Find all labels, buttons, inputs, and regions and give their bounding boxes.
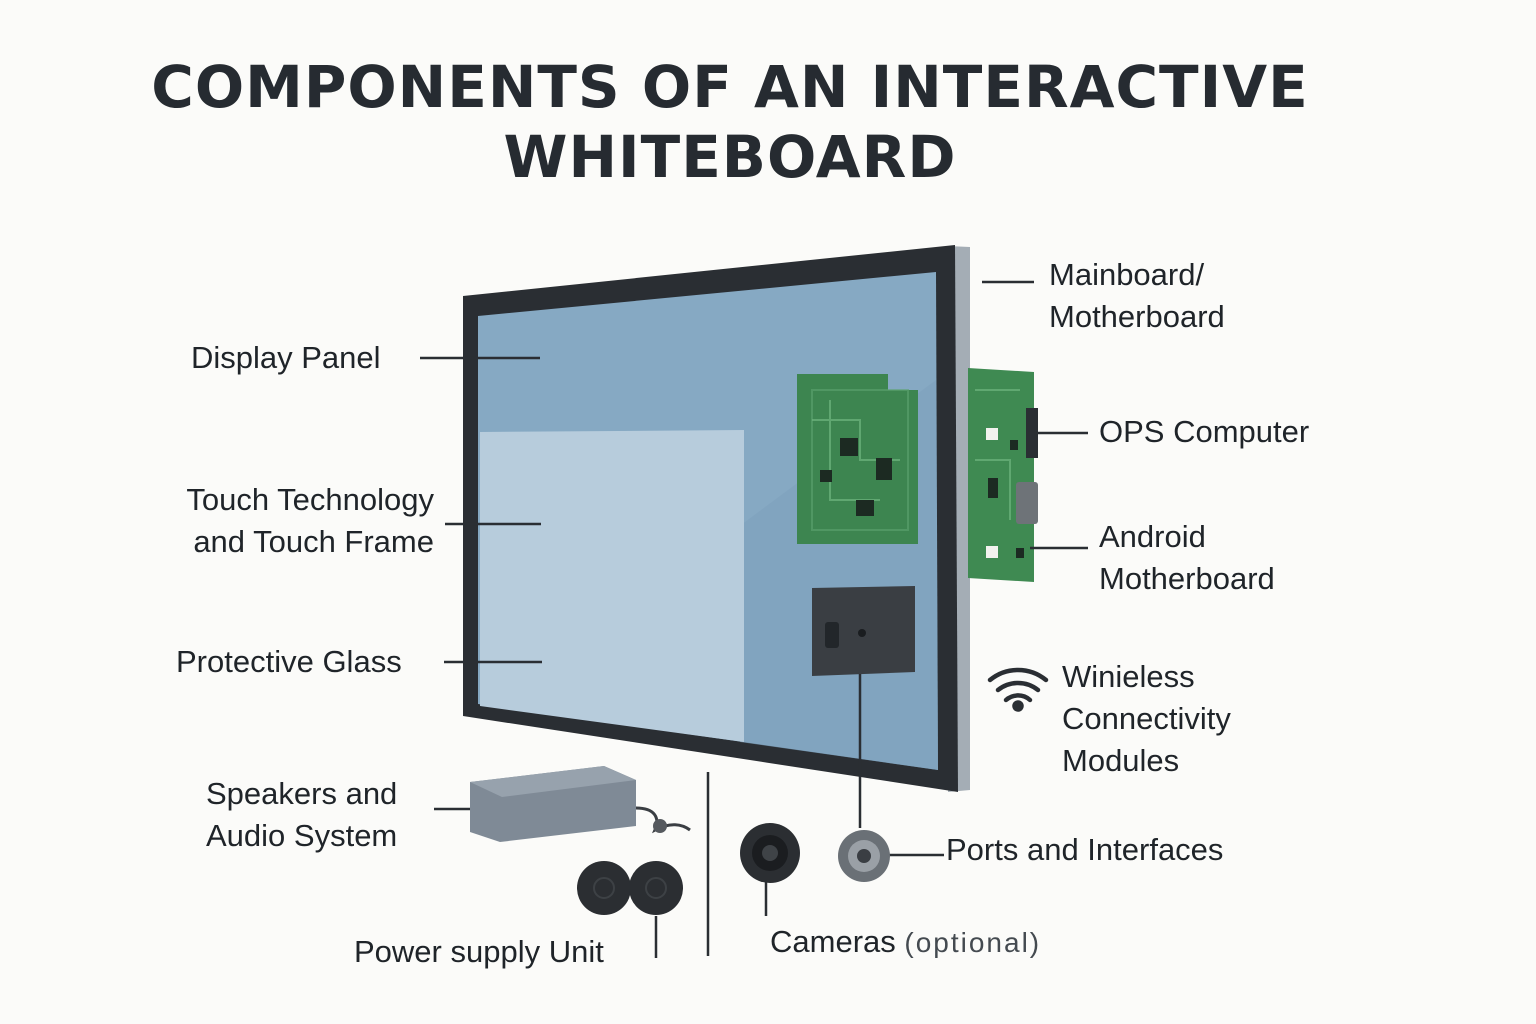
label-android-line-2: Motherboard <box>1099 561 1275 596</box>
label-wireless-line-1: Winieless <box>1062 659 1195 694</box>
label-ports: Ports and Interfaces <box>946 832 1224 867</box>
camera-lens-icon <box>740 823 800 883</box>
label-wireless: Winieless Connectivity Modules <box>1062 656 1231 782</box>
label-touch-line-2: and Touch Frame <box>193 524 434 559</box>
label-cameras-text: Cameras <box>770 924 896 959</box>
label-cameras-optional: (optional) <box>904 927 1042 958</box>
label-wireless-line-2: Connectivity <box>1062 701 1231 736</box>
label-android-line-1: Android <box>1099 519 1206 554</box>
label-ops-computer: OPS Computer <box>1099 414 1310 449</box>
side-pcb <box>968 368 1038 582</box>
mainboard-pcb <box>797 374 918 544</box>
diagram-title: COMPONENTS OF AN INTERACTIVE WHITEBOARD <box>150 52 1310 192</box>
label-speakers: Speakers and Audio System <box>206 773 397 857</box>
protective-glass-layer <box>480 430 744 742</box>
label-touch-line-1: Touch Technology <box>186 482 434 517</box>
label-cameras: Cameras (optional) <box>770 921 1041 964</box>
ports-box <box>812 586 915 676</box>
leader-lines <box>420 280 1088 958</box>
title-line-2: WHITEBOARD <box>503 123 957 191</box>
label-speakers-line-1: Speakers and <box>206 776 398 811</box>
wifi-icon <box>987 667 1049 712</box>
label-wireless-line-3: Modules <box>1062 743 1180 778</box>
label-mainboard-line-2: Motherboard <box>1049 299 1225 334</box>
label-display-panel: Display Panel <box>191 340 381 375</box>
label-mainboard: Mainboard/ Motherboard <box>1049 254 1225 338</box>
speaker-box <box>470 766 691 842</box>
label-protective-glass: Protective Glass <box>176 644 402 679</box>
label-speakers-line-2: Audio System <box>206 818 398 853</box>
label-touch-technology: Touch Technology and Touch Frame <box>100 479 434 563</box>
speaker-grille-icon <box>577 861 683 915</box>
port-icon <box>838 830 890 882</box>
label-mainboard-line-1: Mainboard/ <box>1049 257 1205 292</box>
label-android-motherboard: Android Motherboard <box>1099 516 1275 600</box>
title-line-1: COMPONENTS OF AN INTERACTIVE <box>151 53 1309 121</box>
label-power-supply: Power supply Unit <box>354 934 604 969</box>
